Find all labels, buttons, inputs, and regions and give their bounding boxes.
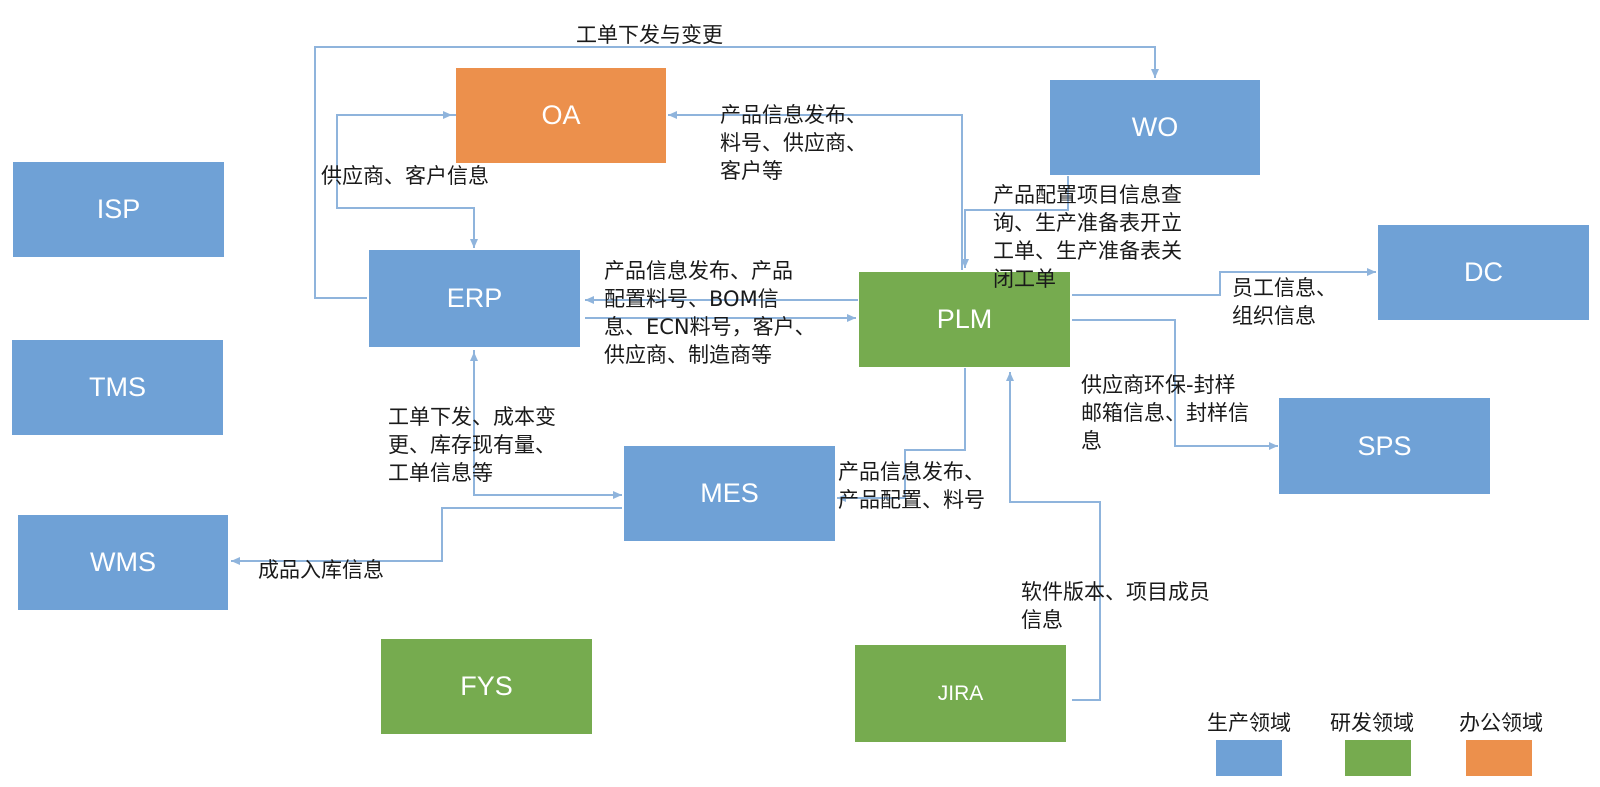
edge-erp-wo (314, 46, 1159, 299)
edge-jira-plm (1006, 372, 1101, 701)
legend-rnd-swatch (1345, 740, 1411, 776)
node-wo[interactable]: WO (1050, 80, 1260, 175)
label-plm-to-oa: 产品信息发布、 料号、供应商、 客户等 (720, 103, 867, 183)
edge-plm-dc (1072, 268, 1376, 296)
node-isp[interactable]: ISP (13, 162, 224, 257)
node-oa[interactable]: OA (456, 68, 666, 163)
label-plm-to-dc: 员工信息、 组织信息 (1232, 276, 1337, 328)
node-jira[interactable]: JIRA (855, 645, 1066, 742)
node-plm[interactable]: PLM (859, 272, 1070, 367)
legend-production-label: 生产领域 (1207, 711, 1291, 735)
node-wms[interactable]: WMS (18, 515, 228, 610)
node-fys[interactable]: FYS (381, 639, 592, 734)
edge-wo-plm (961, 176, 1069, 268)
label-mes-to-wms: 成品入库信息 (258, 558, 384, 582)
label-plm-to-mes: 产品信息发布、 产品配置、料号 (838, 460, 985, 512)
label-plm-to-sps: 供应商环保-封样 邮箱信息、封样信 息 (1081, 373, 1249, 453)
legend-office-swatch (1466, 740, 1532, 776)
edge-plm-sps (1072, 319, 1278, 450)
label-supplier-customer: 供应商、客户信息 (321, 164, 489, 188)
legend-office-label: 办公领域 (1459, 711, 1543, 735)
edge-plm-mes (837, 368, 966, 502)
label-jira-to-plm: 软件版本、项目成员 信息 (1021, 580, 1210, 632)
label-plm-to-wo: 产品配置项目信息查 询、生产准备表开立 工单、生产准备表关 闭工单 (993, 183, 1182, 291)
edge-mes-wms (231, 507, 622, 565)
node-dc[interactable]: DC (1378, 225, 1589, 320)
node-sps[interactable]: SPS (1279, 398, 1490, 494)
label-plm-to-erp: 产品信息发布、产品 配置料号、BOM信 息、ECN料号，客户、 供应商、制造商等 (604, 259, 816, 367)
edge-plm-oa (668, 111, 963, 270)
node-erp[interactable]: ERP (369, 250, 580, 347)
legend-production-swatch (1216, 740, 1282, 776)
label-erp-to-mes: 工单下发、成本变 更、库存现有量、 工单信息等 (388, 405, 556, 485)
node-tms[interactable]: TMS (12, 340, 223, 435)
node-mes[interactable]: MES (624, 446, 835, 541)
label-work-order-top: 工单下发与变更 (576, 23, 723, 47)
legend-rnd-label: 研发领域 (1330, 711, 1414, 735)
